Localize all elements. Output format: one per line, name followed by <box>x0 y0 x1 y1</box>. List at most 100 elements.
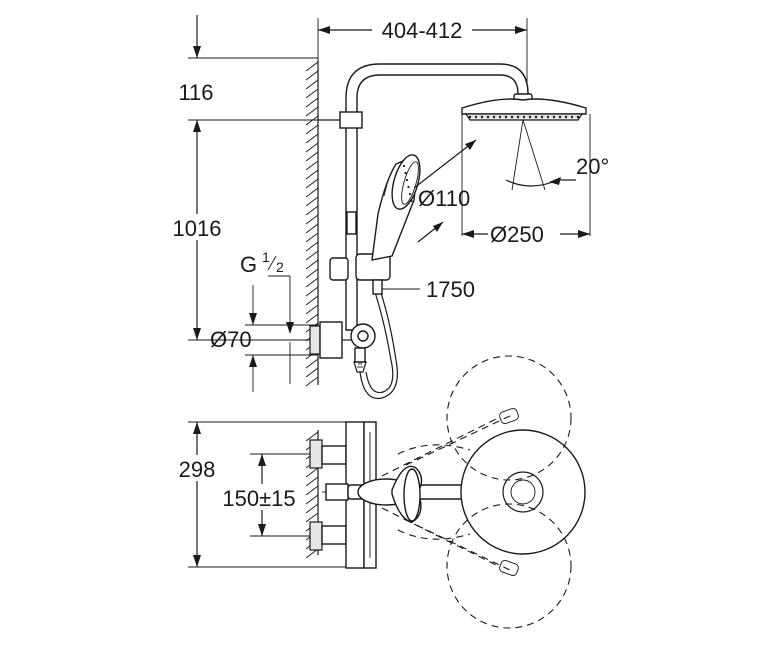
wall-hatch-mark <box>305 295 319 306</box>
nozzle-dot <box>492 115 496 119</box>
top-offset-label: 116 <box>178 80 213 105</box>
swing-range <box>381 355 572 629</box>
rail-slot <box>346 211 357 235</box>
slider <box>329 257 349 281</box>
depth-dimension: 298 <box>170 421 372 568</box>
nozzle-dot <box>540 115 544 119</box>
wall-hatch-mark <box>305 467 319 478</box>
wall-hatch-mark <box>305 178 319 189</box>
nozzle-dot <box>510 115 514 119</box>
wall-hatch-mark <box>305 503 319 514</box>
wall-hatch-mark <box>305 476 319 487</box>
wall-hatch-mark <box>305 133 319 144</box>
rail-spacing-label: 404-412 <box>382 18 463 43</box>
thread-label: G <box>240 252 257 277</box>
wall-hatch-mark <box>305 115 319 126</box>
wall-hatch-mark <box>305 160 319 171</box>
wall-hatch-mark <box>305 268 319 279</box>
wall-hatch-mark <box>305 485 319 496</box>
inlet-fitting <box>309 325 321 355</box>
wall-hatch-mark <box>305 250 319 261</box>
wall-hatch-mark <box>305 358 319 369</box>
wall-hatch-mark <box>305 70 319 81</box>
wall-hatch-mark <box>305 277 319 288</box>
rail-spacing-dimension: 404-412 <box>317 18 528 92</box>
hose-length-dimension: 1750 <box>382 277 475 302</box>
wall-hatch-mark <box>305 97 319 108</box>
hand-nozzle-dot <box>408 192 412 196</box>
tilt-angle-label: 20° <box>576 154 609 179</box>
wall-hatch-mark <box>305 61 319 72</box>
height-dimensions: 116 1016 <box>163 15 352 341</box>
wall-hatch-mark <box>305 187 319 198</box>
wall-hatch-mark <box>305 512 319 523</box>
wall-hatch-mark <box>305 79 319 90</box>
head-shower-top <box>460 429 586 555</box>
inlet-diameter-label: Ø70 <box>210 327 252 352</box>
hand-nozzle-dot <box>405 178 409 182</box>
inlet-spacing-label: 150±15 <box>222 486 295 511</box>
top-view: 298 150±15 <box>170 355 586 629</box>
nozzle-dot <box>498 115 502 119</box>
nozzle-dot <box>504 115 508 119</box>
wall-hatch-mark <box>305 376 319 387</box>
wall-hatch-mark <box>305 494 319 505</box>
hose-end <box>372 279 383 295</box>
nozzle-dot <box>480 115 484 119</box>
nozzle-dot <box>552 115 556 119</box>
nozzle-dot <box>570 115 574 119</box>
wall-hatch-mark <box>305 286 319 297</box>
nozzle-dot <box>468 115 472 119</box>
depth-label: 298 <box>179 457 216 482</box>
nozzle-dot <box>576 115 580 119</box>
tilt-angle-dimension: 20° <box>505 119 609 191</box>
hand-shower-diameter-label: Ø110 <box>418 186 470 211</box>
wall-hatch-mark <box>305 88 319 99</box>
hand-nozzle-dot <box>410 199 413 203</box>
wall-hatch-mark <box>305 241 319 252</box>
wall-hatch-mark <box>305 142 319 153</box>
inlet-spacing-dimension: 150±15 <box>214 453 322 537</box>
nozzle-dot <box>516 115 520 119</box>
thread-numerator: 1 <box>262 249 270 265</box>
thread-callout: G 1 2 <box>240 249 294 334</box>
hand-nozzle-dot <box>402 164 406 168</box>
inlet-diameter-dimension: Ø70 <box>210 285 318 392</box>
nozzle-dot <box>522 115 526 119</box>
hand-shower-diameter-dimension: Ø110 <box>413 139 477 243</box>
wall-hatch-mark <box>305 196 319 207</box>
wall-bracket-top <box>339 111 363 129</box>
nozzle-dot <box>486 115 490 119</box>
wall-hatch-mark <box>305 313 319 324</box>
wall-hatch-mark <box>305 232 319 243</box>
column-height-label: 1016 <box>173 216 222 241</box>
nozzle-dot <box>546 115 550 119</box>
wall-hatch-mark <box>305 124 319 135</box>
wall-hatch-mark <box>305 367 319 378</box>
nozzle-dot <box>558 115 562 119</box>
wall-hatch-mark <box>305 214 319 225</box>
shower-column <box>309 63 529 400</box>
lower-inlet <box>309 521 323 551</box>
nozzle-dot <box>564 115 568 119</box>
head-shower-diameter-dimension: Ø250 <box>462 222 590 247</box>
wall-hatch-mark <box>305 223 319 234</box>
front-view: 404-412 116 1016 G 1 2 <box>163 15 609 400</box>
wall-hatch-mark <box>305 259 319 270</box>
wall-hatch-mark <box>305 205 319 216</box>
hand-nozzle-dot <box>404 171 407 175</box>
head-shower-diameter-label: Ø250 <box>490 222 544 247</box>
hose-length-label: 1750 <box>426 277 475 302</box>
upper-inlet <box>309 439 323 469</box>
wall-hatch-mark <box>305 169 319 180</box>
wall-hatch-mark <box>305 431 319 442</box>
wall-hatch-mark <box>305 304 319 315</box>
wall-hatch-mark <box>305 106 319 117</box>
head-shower <box>461 93 591 236</box>
nozzle-dot <box>474 115 478 119</box>
thread-denominator: 2 <box>276 259 284 275</box>
nozzle-dot <box>534 115 538 119</box>
head-shower-disc <box>460 429 586 555</box>
hand-nozzle-dot <box>407 185 410 189</box>
